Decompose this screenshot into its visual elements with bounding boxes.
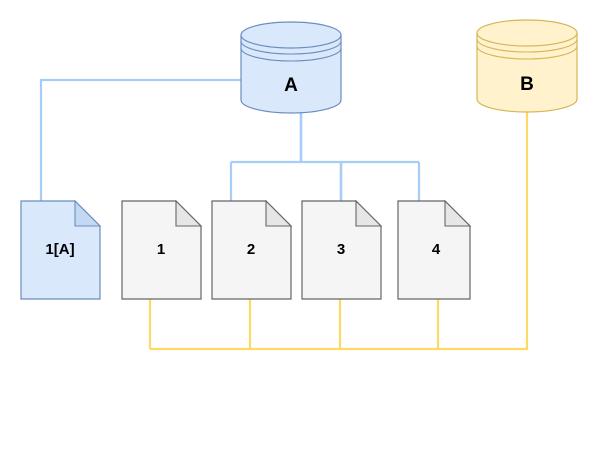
node-document-2[interactable]: 2 (211, 199, 293, 300)
cylinder-a-ring-2 (240, 47, 342, 62)
node-document-3[interactable]: 3 (301, 199, 383, 300)
document-3-fold (355, 199, 383, 227)
document-1a-fold (74, 199, 102, 227)
document-1-fold (175, 199, 203, 227)
document-4-fold (444, 199, 472, 227)
node-cylinder-a[interactable]: A (240, 21, 342, 114)
edge-layer (39, 78, 529, 351)
cylinder-a-ring-1 (240, 40, 342, 55)
node-document-4[interactable]: 4 (397, 199, 472, 300)
node-document-1a[interactable]: 1[A] (20, 199, 102, 300)
cylinder-b-ring-1 (476, 38, 578, 53)
cylinder-a-top (240, 21, 342, 49)
edge-a-to-document-1a (39, 78, 241, 203)
cylinder-b-body (476, 32, 578, 113)
document-2-fold (265, 199, 293, 227)
node-document-1[interactable]: 1 (121, 199, 203, 300)
cylinder-b-ring-2 (476, 45, 578, 60)
cylinder-b-top (476, 19, 578, 47)
cylinder-a-body (240, 34, 342, 114)
node-cylinder-b[interactable]: B (476, 19, 578, 113)
edge-b-to-yellow-bus (150, 111, 529, 351)
